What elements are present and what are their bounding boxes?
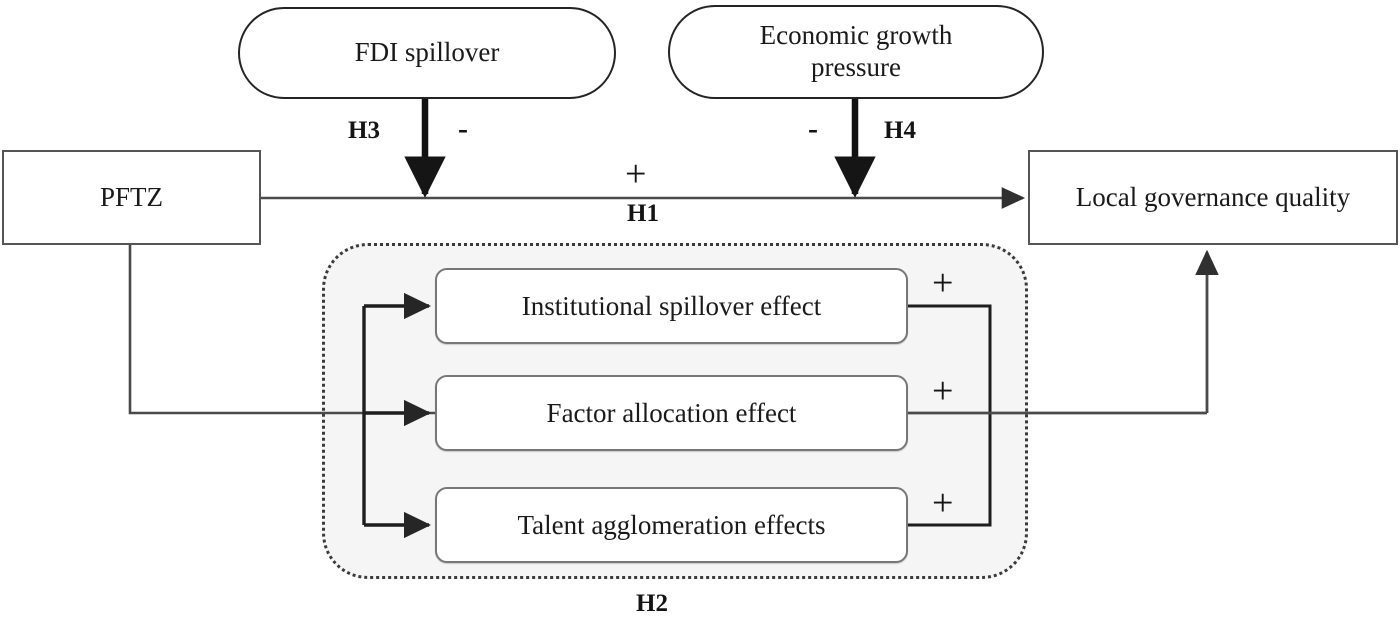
label-mediator-3-sign: + [932, 482, 954, 524]
node-talent-agglomeration-effects-label: Talent agglomeration effects [517, 509, 826, 540]
node-local-governance-quality-label: Local governance quality [1075, 182, 1351, 212]
node-egp-label-line2: pressure [811, 52, 901, 82]
node-pftz[interactable]: PFTZ [2, 150, 261, 245]
label-h1-sign: + [625, 153, 647, 195]
node-local-governance-quality[interactable]: Local governance quality [1028, 150, 1398, 245]
node-fdi-spillover[interactable]: FDI spillover [238, 7, 616, 99]
edge-mediator-3-out [908, 413, 992, 527]
edge-pftz-to-mediators [128, 245, 437, 415]
edge-mediator-1-out [908, 304, 992, 413]
node-institutional-spillover-effect[interactable]: Institutional spillover effect [435, 268, 908, 344]
node-talent-agglomeration-effects[interactable]: Talent agglomeration effects [435, 487, 908, 563]
label-h4: H4 [884, 117, 916, 144]
label-h4-sign: - [808, 112, 818, 145]
label-mediator-2-sign: + [932, 370, 954, 412]
label-h3: H3 [348, 117, 380, 144]
node-factor-allocation-effect-label: Factor allocation effect [546, 397, 797, 428]
label-h1: H1 [627, 200, 659, 227]
node-institutional-spillover-effect-label: Institutional spillover effect [521, 290, 822, 321]
node-pftz-label: PFTZ [99, 182, 164, 212]
node-economic-growth-pressure-label: Economic growth pressure [760, 20, 953, 84]
node-factor-allocation-effect[interactable]: Factor allocation effect [435, 375, 908, 451]
label-h2: H2 [636, 590, 668, 617]
node-fdi-spillover-label: FDI spillover [354, 37, 500, 68]
label-h3-sign: - [458, 112, 468, 145]
label-mediator-1-sign: + [932, 262, 954, 304]
node-egp-label-line1: Economic growth [759, 20, 953, 51]
node-economic-growth-pressure[interactable]: Economic growth pressure [668, 5, 1044, 99]
